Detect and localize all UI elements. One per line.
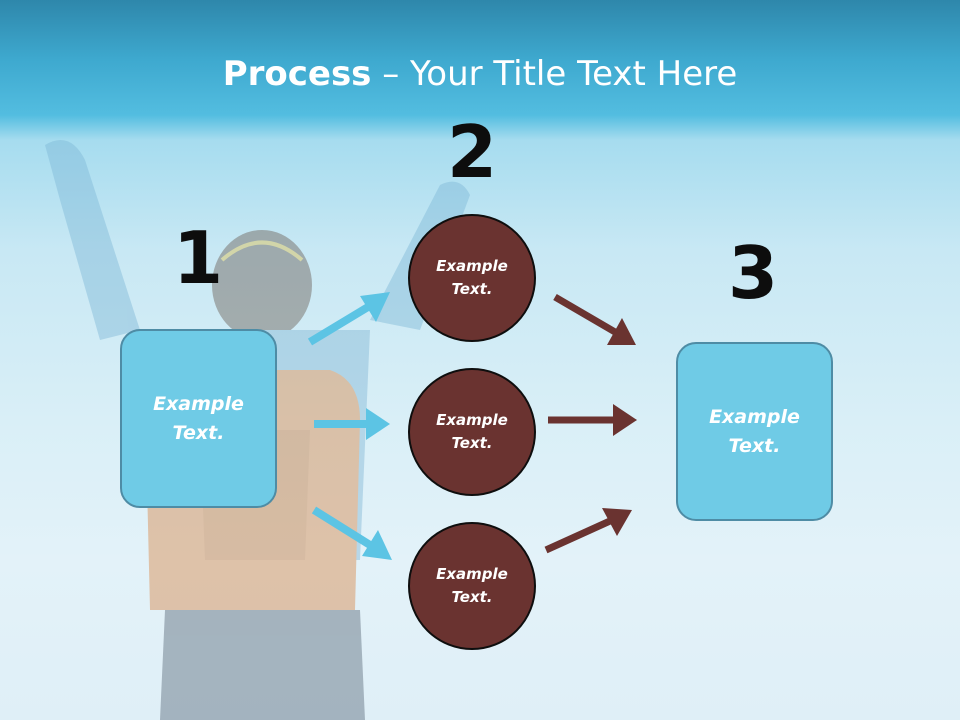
step-number-2: 2 [446,110,498,194]
title-bold: Process [222,54,372,94]
step2-circle-middle: Example Text. [408,368,536,496]
step2-circle-middle-text: Example Text. [436,411,508,452]
arrow-brown-top [553,293,636,345]
step1-box: Example Text. [120,329,277,508]
step3-box: Example Text. [676,342,833,521]
step2-circle-top-text: Example Text. [436,257,508,298]
step2-circle-bottom: Example Text. [408,522,536,650]
step2-circle-top: Example Text. [408,214,536,342]
arrow-blue-middle [314,408,390,440]
step2-circle-bottom-text: Example Text. [436,565,508,606]
arrow-brown-bottom [544,508,632,554]
arrow-blue-bottom [311,506,392,560]
arrow-brown-middle [548,404,637,436]
step-number-3: 3 [727,231,779,315]
arrow-blue-top [307,292,390,346]
step1-box-text: Example Text. [153,392,244,444]
step3-box-text: Example Text. [709,405,800,457]
page-title: Process – Your Title Text Here [0,52,960,96]
step-number-1: 1 [172,216,224,300]
title-rest: – Your Title Text Here [371,54,738,94]
